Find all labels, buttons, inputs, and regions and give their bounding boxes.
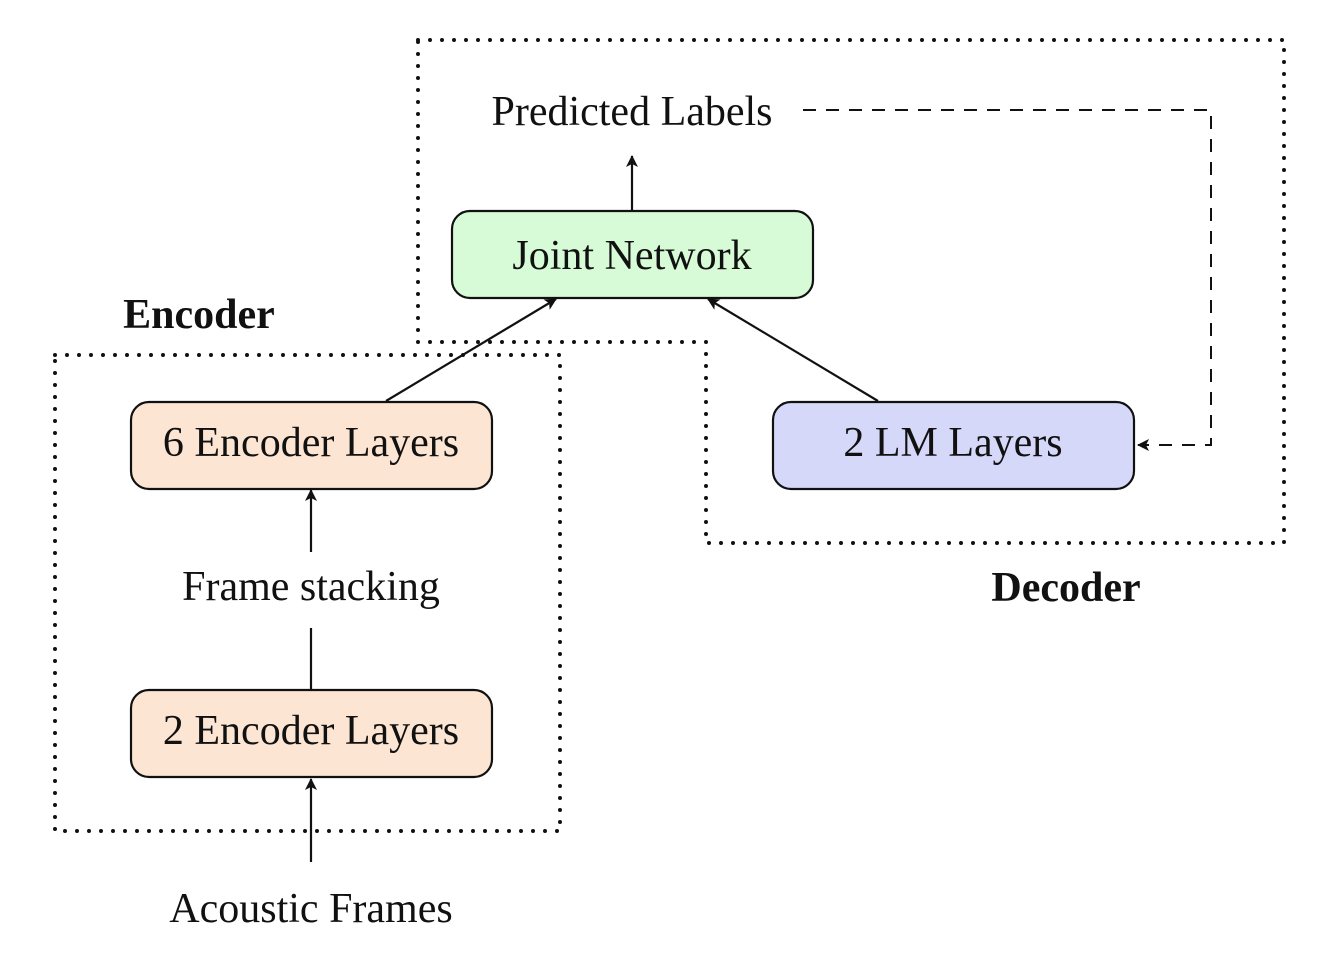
joint-network-box: [450, 209, 815, 300]
decoder-region-label: Decoder: [991, 565, 1140, 611]
edge-encoder-to-joint: [385, 298, 557, 402]
lm-layers-box: [771, 400, 1136, 491]
frame-stacking-text: Frame stacking: [182, 564, 440, 610]
edge-feedback-dashed: [803, 109, 1212, 451]
acoustic-frames-text: Acoustic Frames: [169, 886, 452, 932]
encoder-region-border: [53, 353, 562, 833]
lm-layers-label: 2 LM Layers: [843, 420, 1062, 466]
edge-lm-to-joint: [707, 298, 879, 402]
predicted-labels-text: Predicted Labels: [491, 89, 772, 135]
encoder-layers-bottom-box: [129, 688, 494, 779]
joint-network-label: Joint Network: [512, 233, 751, 279]
encoder-layers-top-label: 6 Encoder Layers: [163, 420, 459, 466]
encoder-region-label: Encoder: [123, 292, 275, 338]
decoder-region-border: [416, 38, 1286, 545]
encoder-layers-bottom-label: 2 Encoder Layers: [163, 708, 459, 754]
